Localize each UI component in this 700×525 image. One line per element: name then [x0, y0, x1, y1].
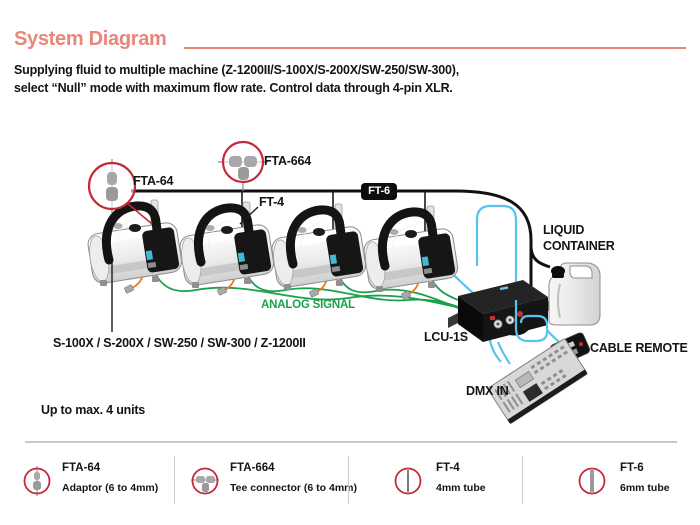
ft4-pointer-line	[239, 206, 259, 225]
tube-6mm-icon	[578, 467, 606, 495]
legend-item-4-desc: 6mm tube	[620, 482, 670, 494]
fta664-magnifier-icon	[218, 140, 268, 191]
fog-machine-2	[178, 202, 275, 288]
label-cable-remote: CABLE REMOTE	[590, 341, 688, 355]
title-underline	[184, 47, 686, 49]
legend-item-1-desc: Adaptor (6 to 4mm)	[62, 482, 159, 494]
description-line2: select “Null” mode with maximum flow rat…	[14, 81, 453, 95]
label-liquid-container: LIQUID CONTAINER	[543, 223, 615, 253]
label-analog-signal: ANALOG SIGNAL	[261, 299, 355, 311]
legend-item-3-desc: 4mm tube	[436, 482, 486, 494]
page-title: System Diagram	[14, 28, 167, 50]
label-models: S-100X / S-200X / SW-250 / SW-300 / Z-12…	[53, 336, 306, 350]
dmx-console	[487, 338, 588, 424]
legend-separator-2	[348, 456, 349, 504]
callout-ft6-badge: FT-6	[361, 183, 397, 200]
fog-machine-1	[86, 200, 183, 286]
legend-separator-1	[174, 456, 175, 504]
tee-connector-icon	[191, 467, 219, 495]
description: Supplying fluid to multiple machine (Z-1…	[14, 61, 459, 97]
fog-machine-3	[270, 204, 367, 290]
label-lcu: LCU-1S	[424, 330, 468, 344]
legend-divider	[25, 441, 677, 443]
description-line1: Supplying fluid to multiple machine (Z-1…	[14, 63, 460, 77]
callout-fta664: FTA-664	[264, 154, 311, 168]
legend-item-2-desc: Tee connector (6 to 4mm)	[230, 482, 357, 494]
legend-item-1-code: FTA-64	[62, 462, 101, 474]
fta64-magnifier-icon	[87, 159, 153, 225]
tube-4mm-icon	[394, 467, 422, 495]
legend-separator-3	[522, 456, 523, 504]
liquid-container-can	[548, 262, 601, 326]
callout-ft4: FT-4	[259, 195, 284, 209]
legend-item-3-code: FT-4	[436, 462, 460, 474]
adaptor-icon	[23, 466, 51, 496]
fog-machine-4	[362, 206, 459, 292]
label-max-units: Up to max. 4 units	[41, 403, 146, 417]
callout-fta64: FTA-64	[133, 174, 174, 188]
label-dmx-in: DMX IN	[466, 384, 509, 398]
legend-item-2-code: FTA-664	[230, 462, 275, 474]
legend-item-4-code: FT-6	[620, 462, 644, 474]
